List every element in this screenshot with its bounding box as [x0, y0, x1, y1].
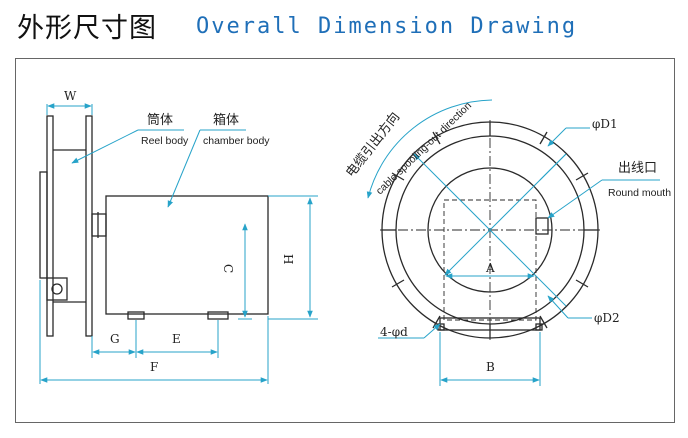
outlet-cn: 出线口 — [618, 161, 657, 176]
title-chinese: 外形尺寸图 — [17, 13, 157, 44]
g-label: G — [110, 332, 120, 346]
f-label: F — [150, 360, 158, 374]
side-view: W 筒体 Reel body 箱体 chamber body H C G E F — [39, 89, 318, 384]
reel-flange-left — [46, 115, 54, 337]
a-label: A — [485, 261, 495, 275]
front-view: A B 电缆引出方向 cable spooling-out direction … — [343, 99, 671, 386]
drawing-frame — [15, 58, 675, 423]
holes-label: 4-φd — [380, 325, 408, 339]
direction-arrow — [366, 99, 493, 199]
round-mouth — [535, 217, 549, 235]
reel-body-en: Reel body — [141, 135, 189, 147]
mount-foot-left — [127, 311, 145, 320]
reel-flange-right — [85, 115, 93, 337]
connector-stub — [91, 213, 107, 237]
title-english: Overall Dimension Drawing — [196, 14, 578, 39]
reel-body-cn: 筒体 — [147, 112, 173, 128]
chamber-box — [105, 195, 269, 315]
d1-label: φD1 — [592, 117, 618, 131]
chamber-body-cn: 箱体 — [213, 112, 239, 128]
reel-hub-hole — [51, 283, 63, 295]
mount-foot-right — [207, 311, 229, 320]
outlet-en: Round mouth — [608, 187, 671, 199]
reel-hub-block — [46, 277, 68, 301]
w-label: W — [64, 89, 77, 103]
b-label: B — [486, 360, 495, 374]
mount-hole-right — [535, 323, 543, 331]
h-label: H — [281, 254, 295, 264]
d2-label: φD2 — [594, 311, 620, 325]
header: 外形尺寸图 Overall Dimension Drawing — [0, 0, 688, 48]
c-label: C — [221, 264, 235, 273]
e-label: E — [172, 332, 181, 346]
reel-back-plate — [39, 171, 48, 279]
chamber-body-en: chamber body — [203, 135, 270, 147]
